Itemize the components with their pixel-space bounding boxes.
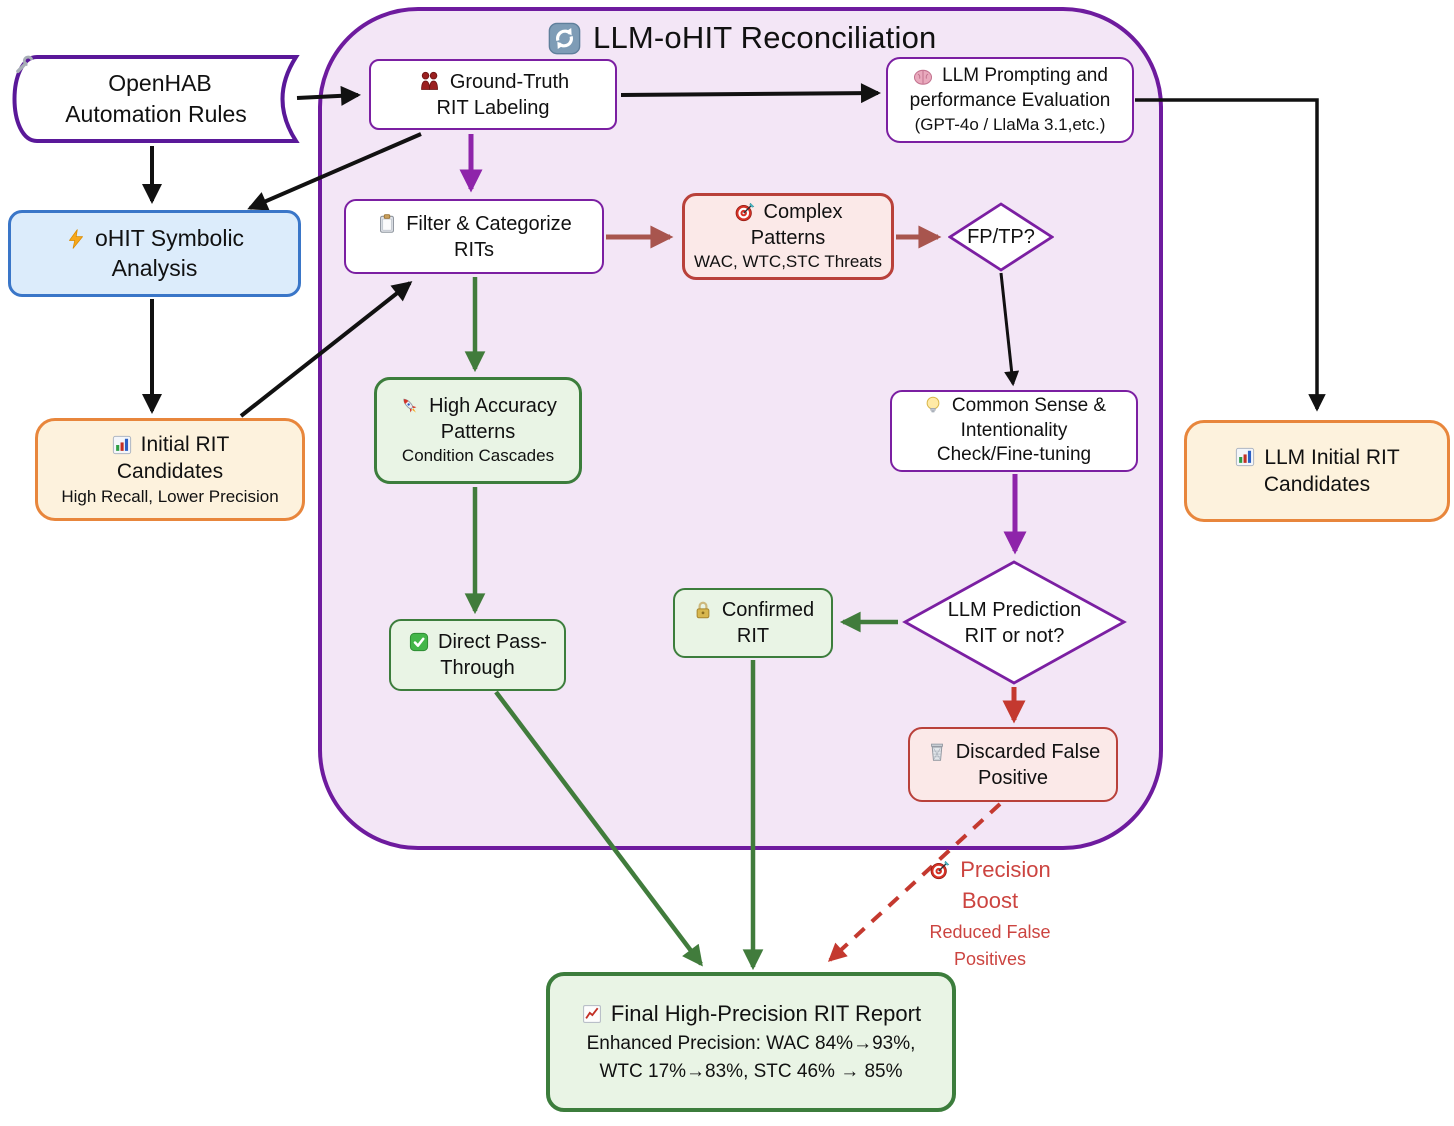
- brain-icon: [912, 66, 934, 88]
- node-openhab-automation-rules: OpenHAB Automation Rules: [12, 54, 300, 144]
- ohit-line2: Analysis: [111, 254, 198, 281]
- people-icon: [417, 69, 442, 94]
- clipboard-icon: [376, 213, 398, 235]
- rocket-icon: [399, 395, 421, 417]
- chart-up-icon: [581, 1003, 603, 1025]
- precision-line2: Boost: [961, 887, 1019, 913]
- groundtruth-line2: RIT Labeling: [436, 96, 550, 119]
- precision-sub1: Reduced False: [929, 922, 1051, 943]
- precision-line1: Precision: [960, 857, 1051, 882]
- llminitial-line2: Candidates: [1263, 473, 1371, 496]
- arrow-fptp-to-commonsense: [999, 272, 1020, 387]
- initialrit-line2: Candidates: [116, 460, 224, 484]
- final-line3: WTC 17%→83%, STC 46% → 85%: [599, 1060, 903, 1082]
- trash-icon: [926, 741, 948, 763]
- node-discarded-false-positive: Discarded False Positive: [908, 727, 1118, 802]
- filter-line1: Filter & Categorize: [406, 212, 572, 235]
- llmprompting-line2: performance Evaluation: [909, 89, 1111, 111]
- node-llm-prompting-evaluation: LLM Prompting and performance Evaluation…: [886, 57, 1134, 143]
- highaccuracy-line2: Patterns: [440, 421, 516, 444]
- openhab-line1: OpenHAB: [108, 69, 212, 96]
- lock-icon: [692, 599, 714, 621]
- arrow-directpass-to-final: [494, 690, 703, 967]
- arrow-discarded-to-final-dashed: [827, 802, 1002, 962]
- node-ohit-symbolic-analysis: oHIT Symbolic Analysis: [8, 210, 301, 297]
- node-initial-rit-candidates: Initial RIT Candidates High Recall, Lowe…: [35, 418, 305, 521]
- fptp-label: FP/TP?: [967, 226, 1035, 248]
- initialrit-sub: High Recall, Lower Precision: [61, 486, 279, 506]
- node-final-report: Final High-Precision RIT Report Enhanced…: [546, 972, 956, 1112]
- complex-line1: Complex: [763, 201, 843, 224]
- node-ground-truth-rit-labeling: Ground-Truth RIT Labeling: [369, 59, 617, 130]
- final-line2: Enhanced Precision: WAC 84%→93%,: [586, 1033, 916, 1055]
- target-dart-icon: [929, 859, 951, 881]
- decision-fptp: FP/TP?: [948, 202, 1054, 272]
- llminitial-line1: LLM Initial RIT: [1264, 445, 1400, 469]
- precision-boost-label: Precision Boost Reduced False Positives: [880, 856, 1100, 971]
- container-title-text: LLM-oHIT Reconciliation: [593, 20, 937, 55]
- check-icon: [408, 631, 430, 653]
- decision-llm-prediction: LLM Prediction RIT or not?: [902, 560, 1127, 685]
- highaccuracy-line1: High Accuracy: [429, 395, 557, 418]
- node-common-sense-check: Common Sense & Intentionality Check/Fine…: [890, 390, 1138, 472]
- highaccuracy-sub: Condition Cascades: [401, 446, 555, 466]
- node-direct-pass-through: Direct Pass- Through: [389, 619, 566, 691]
- discarded-line2: Positive: [977, 766, 1049, 789]
- bar-chart-icon: [111, 434, 133, 456]
- commonsense-line1: Common Sense &: [951, 394, 1107, 416]
- lightning-icon: [65, 228, 87, 250]
- arrow-openhab-to-groundtruth: [296, 85, 361, 106]
- lightbulb-icon: [922, 395, 944, 417]
- bar-chart-icon: [1234, 446, 1256, 468]
- node-filter-categorize-rits: Filter & Categorize RITs: [344, 199, 604, 274]
- container-title: LLM-oHIT Reconciliation: [548, 16, 936, 60]
- arrow-llmprompting-to-llminitial: [1135, 98, 1326, 412]
- node-high-accuracy-patterns: High Accuracy Patterns Condition Cascade…: [374, 377, 582, 484]
- complex-line2: Patterns: [750, 227, 826, 250]
- llmprediction-line2: RIT or not?: [964, 624, 1065, 647]
- commonsense-line2: Intentionality: [960, 419, 1068, 441]
- discarded-line1: Discarded False: [955, 740, 1101, 763]
- target-dart-icon: [734, 201, 756, 223]
- confirmed-line1: Confirmed: [721, 599, 815, 621]
- confirmed-line2: RIT: [736, 625, 770, 647]
- arrow-groundtruth-to-llmprompting: [620, 83, 881, 104]
- node-confirmed-rit: Confirmed RIT: [673, 588, 833, 658]
- node-llm-initial-rit-candidates: LLM Initial RIT Candidates: [1184, 420, 1450, 522]
- directpass-line1: Direct Pass-: [438, 631, 547, 653]
- initialrit-line1: Initial RIT: [140, 433, 230, 457]
- precision-sub2: Positives: [953, 948, 1027, 969]
- refresh-icon: [548, 22, 581, 55]
- groundtruth-line1: Ground-Truth: [449, 70, 570, 93]
- complex-sub: WAC, WTC,STC Threats: [694, 252, 882, 272]
- ohit-line1: oHIT Symbolic: [94, 224, 245, 251]
- directpass-line2: Through: [440, 657, 515, 679]
- llmprediction-line1: LLM Prediction: [947, 598, 1082, 621]
- arrow-groundtruth-to-ohit: [247, 132, 422, 211]
- llmprompting-line1: LLM Prompting and: [942, 65, 1108, 87]
- node-complex-patterns: Complex Patterns WAC, WTC,STC Threats: [682, 193, 894, 280]
- filter-line2: RITs: [454, 238, 494, 261]
- arrow-initialrit-to-filter: [239, 281, 413, 418]
- final-line1: Final High-Precision RIT Report: [610, 1000, 922, 1026]
- openhab-line2: Automation Rules: [65, 101, 247, 127]
- commonsense-line3: Check/Fine-tuning: [936, 444, 1092, 466]
- llmprompting-sub: (GPT-4o / LlaMa 3.1,etc.): [914, 114, 1106, 134]
